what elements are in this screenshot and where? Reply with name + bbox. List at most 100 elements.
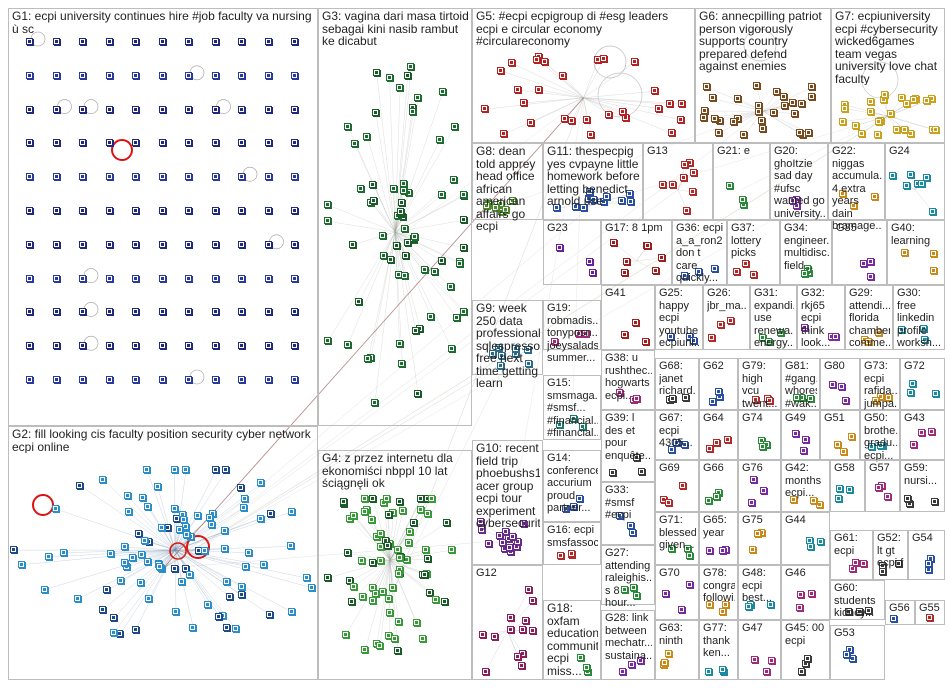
edge [373, 184, 396, 233]
group-box-g73: G73: ecpi rafida... jumpa... [860, 358, 900, 410]
group-label: G33: #smsf #ecpi [605, 484, 635, 521]
group-box-g80: G80 [820, 358, 860, 410]
group-box-g25: G25: happy ecpi youtube ecpiuni... [655, 285, 703, 350]
node-icon [201, 547, 209, 555]
node-icon [372, 68, 380, 76]
group-box-g33: G33: #smsf #ecpi [601, 482, 655, 545]
edge [174, 549, 236, 629]
group-label: G73: ecpi rafida... jumpa... [864, 360, 897, 410]
group-box-g24: G24 [885, 143, 945, 220]
node-icon [222, 466, 230, 473]
group-box-g47: G47 [738, 620, 781, 680]
node-icon [182, 530, 190, 538]
edge [583, 97, 626, 119]
node-icon [26, 105, 33, 113]
group-label: G42: months ecpi... [785, 462, 822, 499]
node-icon [291, 308, 298, 316]
edge [121, 549, 176, 581]
edge [162, 115, 889, 569]
node-icon [348, 240, 356, 248]
node-icon [231, 624, 239, 632]
group-box-g30: G30: free linkedin profile worksh... [893, 285, 945, 350]
node-icon [420, 266, 428, 274]
edge [372, 498, 391, 561]
group-label: G34: engineer... multidisc... field... [784, 222, 829, 272]
node-icon [26, 342, 33, 350]
node-icon [144, 503, 152, 511]
edge [174, 469, 217, 551]
node-icon [403, 71, 411, 79]
group-box-g36: G36: ecpi a_a_ron2 don t care quickly... [672, 220, 727, 285]
group-label: G9: week 250 data professionals sqlespre… [476, 302, 540, 390]
group-label: G5: #ecpi ecpigroup di #esg leaders ecpi… [476, 10, 669, 48]
node-icon [185, 139, 192, 147]
node-icon [185, 274, 192, 282]
node-icon [363, 132, 371, 140]
node-icon [105, 71, 113, 79]
edge [762, 91, 778, 112]
group-label: G55 [919, 602, 940, 614]
group-label: G80 [824, 360, 845, 372]
self-loop [32, 494, 54, 516]
node-icon [400, 186, 408, 194]
edge [174, 549, 231, 598]
node-icon [264, 376, 272, 383]
node-icon [52, 342, 60, 350]
group-box-g64: G64 [699, 410, 738, 460]
edge [174, 549, 271, 616]
node-icon [185, 105, 192, 113]
edge [592, 200, 623, 205]
edge [327, 204, 396, 233]
node-icon [291, 240, 298, 248]
group-label: G77: thank ken... [703, 622, 730, 659]
node-icon [52, 173, 60, 181]
edge [174, 549, 292, 613]
group-box-g29: G29: attendi... florida chamber comme... [845, 285, 893, 350]
edge [485, 630, 508, 672]
edge [389, 559, 431, 594]
group-box-g15: G15: smsmaga... #smsf... #financial... #… [543, 375, 601, 440]
node-icon [26, 71, 33, 79]
group-box-g71: G71: blessed given... [655, 512, 699, 565]
node-icon [158, 308, 166, 316]
group-box-g2: G2: fill looking cis faculty position se… [8, 426, 318, 680]
group-box-g39: G39: l des et pour enquête... [601, 410, 655, 482]
node-icon [389, 184, 397, 192]
node-icon [460, 243, 467, 251]
node-icon [211, 38, 219, 45]
node-icon [153, 483, 161, 490]
group-box-g38: G38: u rushthec... hogwarts ecpi... [601, 350, 655, 410]
node-icon [264, 139, 272, 147]
node-icon [212, 466, 220, 473]
edge [157, 486, 176, 551]
edge [389, 559, 391, 599]
node-icon [387, 255, 395, 263]
edge [80, 485, 176, 551]
edge [148, 549, 176, 600]
node-icon [452, 313, 460, 321]
group-box-g42: G42: months ecpi... [781, 460, 830, 512]
group-label: G10: recent field trip phoebushs1 acer g… [476, 442, 540, 530]
node-icon [170, 565, 178, 573]
node-icon [141, 536, 149, 544]
group-box-g52: G52: lt gt ecpi f [873, 530, 908, 580]
node-icon [26, 274, 33, 282]
node-icon [308, 583, 315, 591]
group-box-g14: G14: conference accurium proud partner..… [543, 450, 601, 522]
node-icon [291, 342, 298, 350]
edge [174, 549, 177, 612]
edge [394, 97, 584, 240]
edge [352, 231, 396, 246]
edge [174, 530, 181, 551]
edge [614, 242, 637, 261]
node-icon [26, 376, 33, 383]
node-icon [369, 180, 377, 188]
group-label: G21: e [717, 145, 751, 157]
node-icon [392, 242, 400, 250]
edge [354, 143, 396, 233]
edge [174, 507, 244, 551]
group-label: G81: #gang... whores #wak... [785, 360, 817, 410]
group-label: G15: smsmaga... #smsf... #financial... #… [547, 377, 598, 439]
edge [583, 90, 656, 98]
